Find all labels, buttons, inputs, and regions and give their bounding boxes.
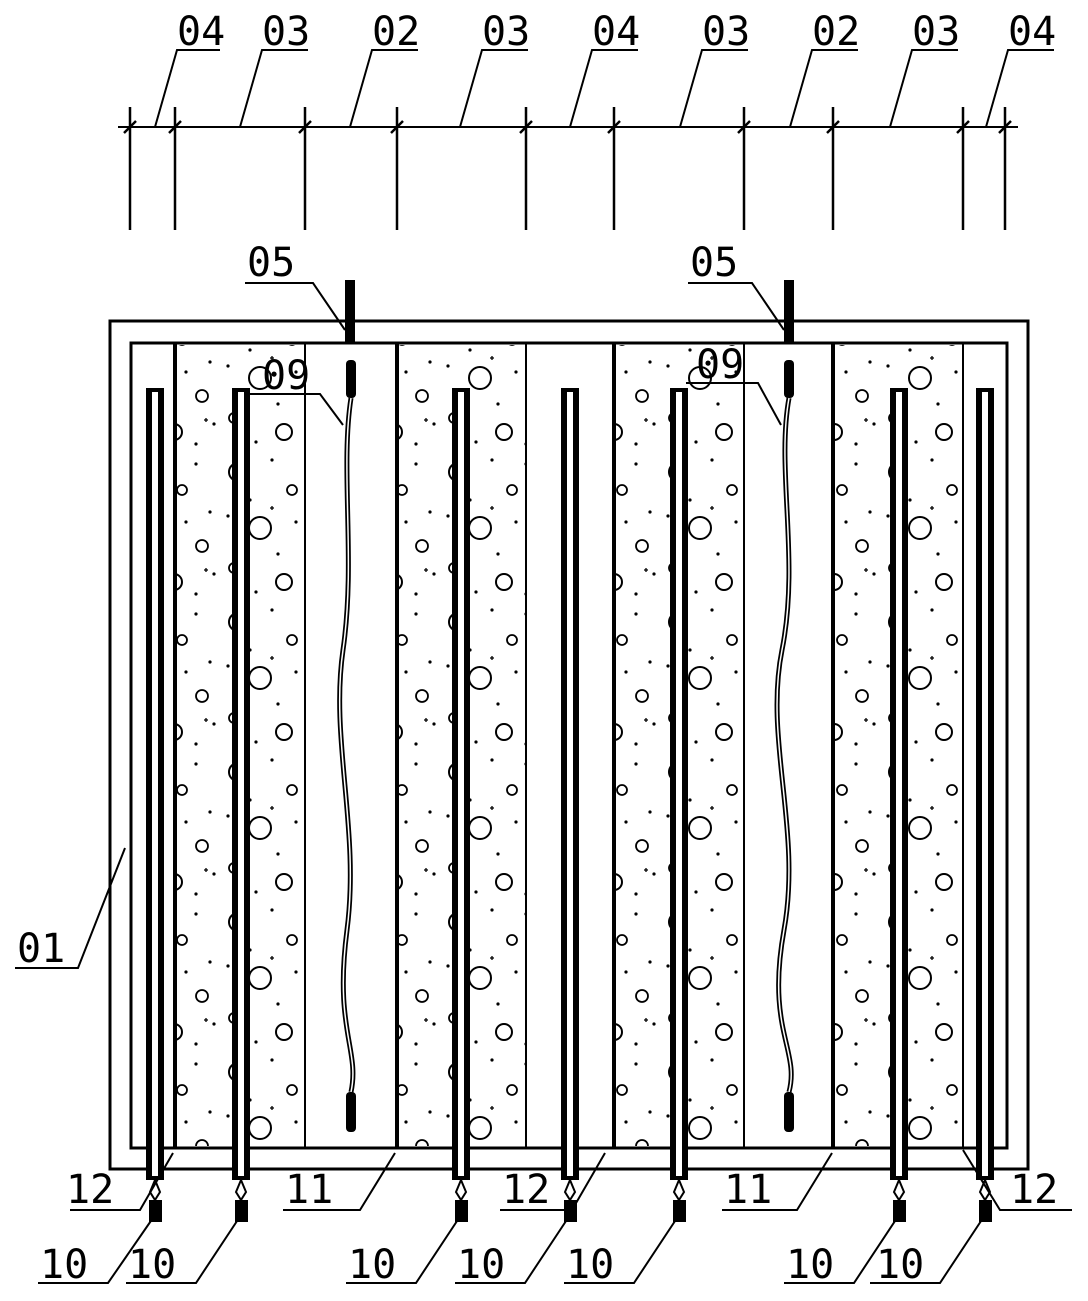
connector-10	[235, 1200, 248, 1222]
heating-rod	[890, 388, 908, 1222]
connector-10	[893, 1200, 906, 1222]
dimension-chain: 04 03 02 03 04 03 02 03 04	[118, 9, 1056, 230]
heating-rod	[670, 388, 688, 1222]
heating-rod	[976, 388, 994, 1222]
heating-rod	[232, 388, 250, 1222]
connector-10	[673, 1200, 686, 1222]
heating-rods	[146, 388, 994, 1222]
wire-end-top	[784, 360, 794, 398]
label-05: 05	[247, 240, 295, 286]
heating-rod	[561, 388, 579, 1222]
label-09: 09	[262, 353, 310, 399]
connector-10	[455, 1200, 468, 1222]
label-04: 04	[177, 9, 225, 55]
fill-zones	[177, 345, 962, 1146]
label-01: 01	[17, 926, 65, 972]
label-04: 04	[1008, 9, 1056, 55]
callout-leaders	[15, 282, 1072, 1284]
label-10: 10	[786, 1242, 834, 1288]
wire-end-top	[346, 360, 356, 398]
label-10: 10	[128, 1242, 176, 1288]
label-10: 10	[566, 1242, 614, 1288]
label-03: 03	[262, 9, 310, 55]
wire-end-bottom	[346, 1092, 356, 1132]
label-12: 12	[502, 1167, 550, 1213]
tube-05	[784, 280, 794, 342]
label-10: 10	[876, 1242, 924, 1288]
label-03: 03	[482, 9, 530, 55]
label-12: 12	[1010, 1167, 1058, 1213]
label-10: 10	[40, 1242, 88, 1288]
callout-labels: 05 05 09 09 01 12 11 12 11 12 10 10 10 1…	[17, 240, 1058, 1288]
label-02: 02	[812, 9, 860, 55]
partition-walls	[173, 343, 964, 1148]
label-05: 05	[690, 240, 738, 286]
label-10: 10	[457, 1242, 505, 1288]
label-03: 03	[912, 9, 960, 55]
dimension-ticks	[123, 120, 1012, 134]
extension-lines	[128, 107, 1007, 230]
label-04: 04	[592, 9, 640, 55]
label-02: 02	[372, 9, 420, 55]
tube-05	[345, 280, 355, 342]
label-12: 12	[66, 1167, 114, 1213]
wire-end-bottom	[784, 1092, 794, 1132]
label-11: 11	[285, 1167, 333, 1213]
label-11: 11	[724, 1167, 772, 1213]
heating-rod	[146, 388, 164, 1222]
label-09: 09	[696, 342, 744, 388]
label-03: 03	[702, 9, 750, 55]
dimension-leaders	[154, 49, 1054, 128]
heating-rod	[452, 388, 470, 1222]
center-assemblies	[337, 280, 794, 1132]
connector-10	[149, 1200, 162, 1222]
connector-10	[979, 1200, 992, 1222]
label-10: 10	[348, 1242, 396, 1288]
